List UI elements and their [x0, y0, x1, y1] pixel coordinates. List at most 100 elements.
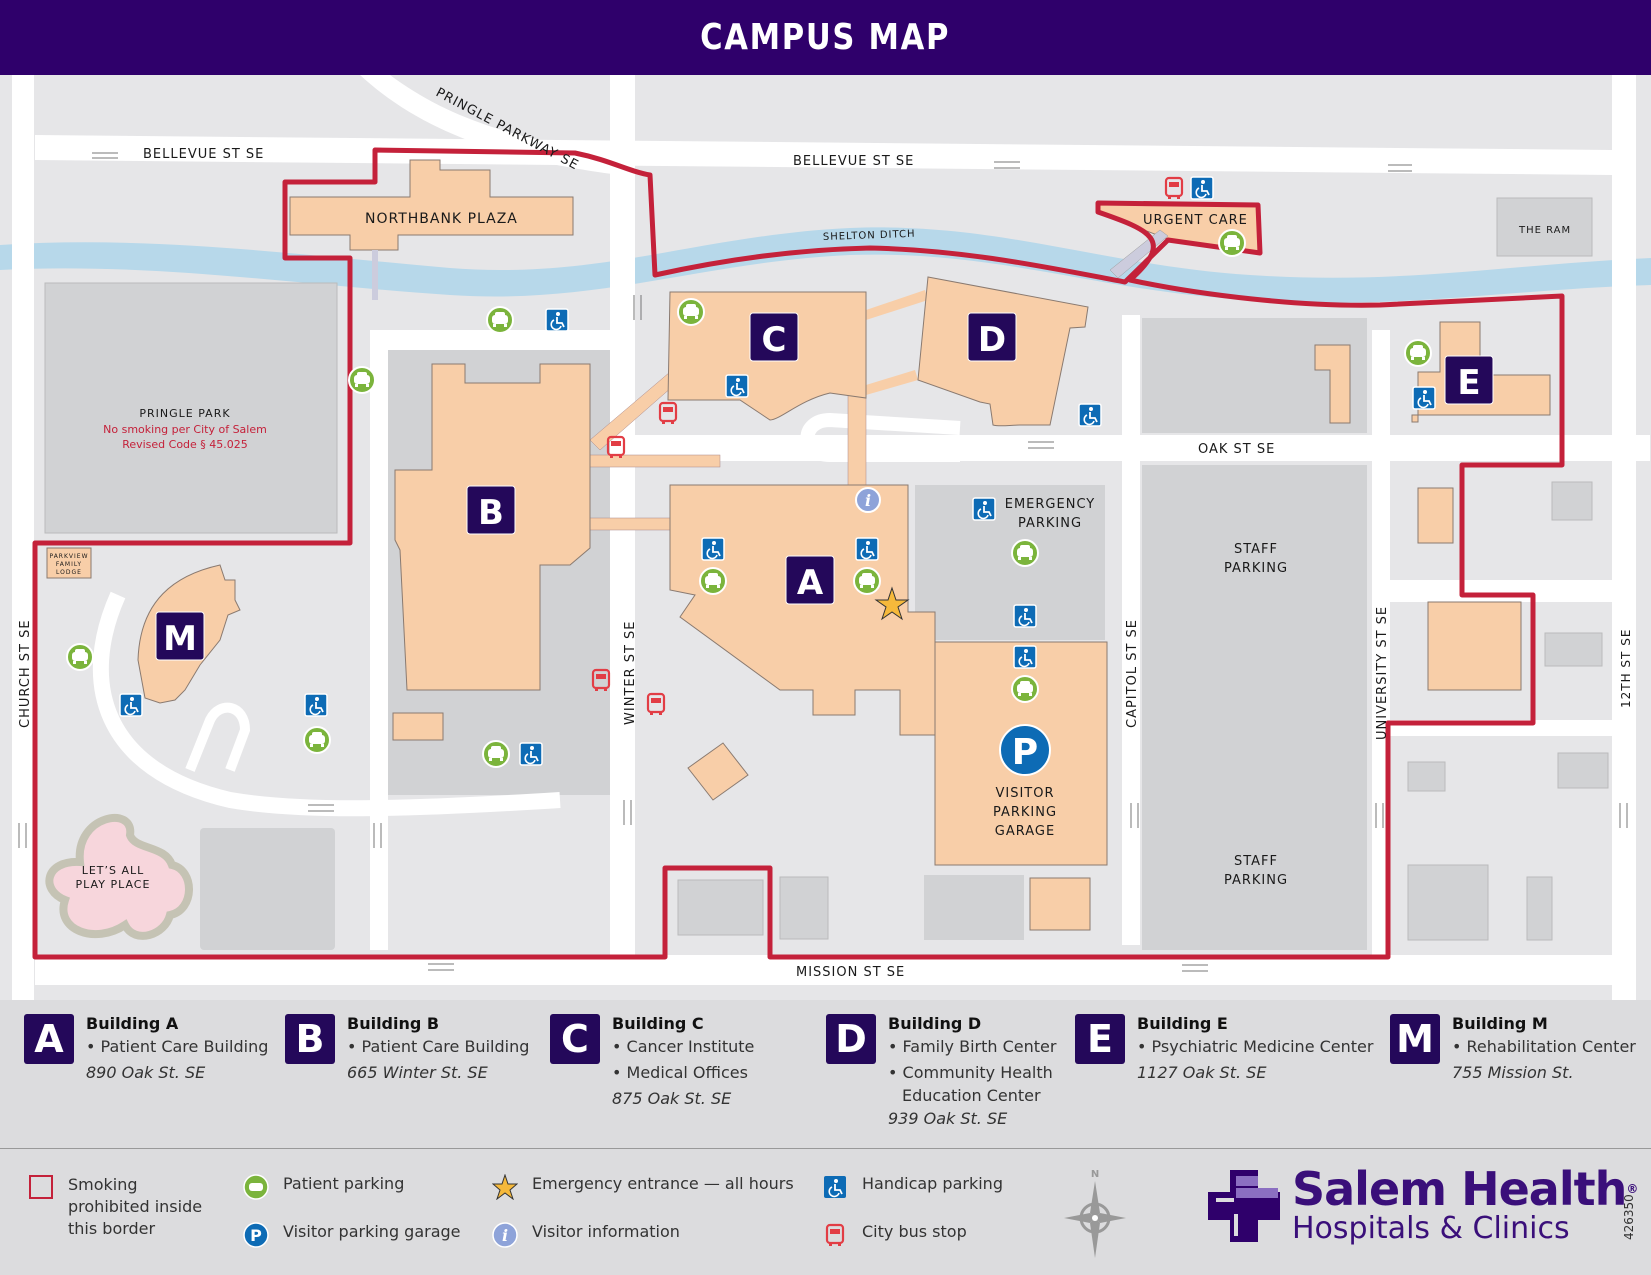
label-play-place-1: LET’S ALL: [82, 864, 145, 877]
svg-text:C: C: [762, 320, 787, 360]
legend-divider: [0, 1148, 1651, 1149]
label-emergency-parking-2: PARKING: [1018, 516, 1082, 531]
map-building-a[interactable]: A: [785, 555, 835, 605]
building-title: Building D: [888, 1014, 982, 1033]
building-title: Building A: [86, 1014, 179, 1033]
legend-smoking-border: Smoking prohibited inside this border: [28, 1174, 202, 1240]
star-icon: [492, 1174, 518, 1200]
street-capitol: CAPITOL ST SE: [1125, 619, 1140, 728]
building-address: 755 Mission St.: [1452, 1063, 1574, 1082]
document-code: 426350: [1622, 1194, 1636, 1240]
map-building-c[interactable]: C: [749, 312, 799, 362]
building-service: • Community Health: [888, 1063, 1053, 1082]
label-northbank-plaza: NORTHBANK PLAZA: [365, 211, 518, 227]
info-icon: i: [492, 1222, 518, 1248]
legend-visitor-garage: P Visitor parking garage: [243, 1222, 461, 1248]
logo-registered: ®: [1626, 1182, 1638, 1196]
visitor-garage-icon: P: [243, 1222, 269, 1248]
building-legend: A Building A • Patient Care Building 890…: [0, 1000, 1651, 1148]
map-building-e[interactable]: E: [1444, 355, 1494, 405]
campus-map[interactable]: BELLEVUE ST SE BELLEVUE ST SE PRINGLE PA…: [0, 75, 1651, 1000]
building-service: • Medical Offices: [612, 1063, 748, 1082]
smoking-border-icon: [28, 1174, 54, 1200]
label-parkview-1: PARKVIEW: [49, 553, 88, 560]
visitor-garage-icon: [999, 724, 1051, 776]
building-badge: B: [285, 1014, 335, 1064]
building-service: • Rehabilitation Center: [1452, 1037, 1636, 1056]
handicap-icon: [822, 1174, 848, 1200]
svg-text:N: N: [1091, 1169, 1099, 1180]
legend-handicap: Handicap parking: [822, 1174, 1003, 1200]
label-parkview-2: FAMILY: [56, 561, 82, 568]
svg-text:A: A: [797, 563, 824, 603]
building-card-m[interactable]: M Building M • Rehabilitation Center 755…: [1390, 1014, 1636, 1086]
building-address: 1127 Oak St. SE: [1137, 1063, 1267, 1082]
building-badge: A: [24, 1014, 74, 1064]
map-building-m[interactable]: M: [155, 611, 205, 661]
legend-bus: City bus stop: [822, 1222, 967, 1248]
svg-text:E: E: [1457, 363, 1480, 403]
label-staff-parking-n-1: STAFF: [1234, 542, 1278, 557]
label-staff-parking-n-2: PARKING: [1224, 561, 1288, 576]
svg-text:i: i: [502, 1226, 508, 1245]
label-staff-parking-s-2: PARKING: [1224, 873, 1288, 888]
building-service: • Patient Care Building: [86, 1037, 269, 1056]
building-card-e[interactable]: E Building E • Psychiatric Medicine Cent…: [1075, 1014, 1373, 1086]
label-emergency-parking-1: EMERGENCY: [1005, 497, 1095, 512]
salem-health-cross-icon: [1208, 1170, 1280, 1242]
salem-health-logo: Salem Health® Hospitals & Clinics: [1208, 1166, 1638, 1246]
building-address: 939 Oak St. SE: [888, 1109, 1008, 1128]
building-title: Building M: [1452, 1014, 1548, 1033]
legend-smoking-line2: prohibited inside: [68, 1197, 203, 1216]
building-card-c[interactable]: C Building C • Cancer Institute • Medica…: [550, 1014, 754, 1112]
building-card-b[interactable]: B Building B • Patient Care Building 665…: [285, 1014, 529, 1086]
legend-visitor-info: i Visitor information: [492, 1222, 680, 1248]
building-service: • Psychiatric Medicine Center: [1137, 1037, 1374, 1056]
svg-text:P: P: [250, 1226, 262, 1245]
building-address: 665 Winter St. SE: [347, 1063, 488, 1082]
map-building-b[interactable]: B: [466, 485, 516, 535]
building-service: • Cancer Institute: [612, 1037, 755, 1056]
map-building-d[interactable]: D: [967, 312, 1017, 362]
street-winter: WINTER ST SE: [623, 620, 638, 725]
svg-text:D: D: [978, 320, 1006, 360]
label-pringle-park-note-2: Revised Code § 45.025: [122, 438, 248, 451]
patient-parking-icon: [243, 1174, 269, 1200]
compass-rose-icon: N: [1062, 1163, 1128, 1263]
legend-patient-parking: Patient parking: [243, 1174, 404, 1200]
building-badge: M: [1390, 1014, 1440, 1064]
building-title: Building E: [1137, 1014, 1228, 1033]
building-title: Building C: [612, 1014, 704, 1033]
logo-line2: Hospitals & Clinics: [1292, 1211, 1570, 1246]
bus-icon: [822, 1222, 848, 1248]
label-the-ram: THE RAM: [1518, 225, 1571, 236]
label-shelton-ditch: SHELTON DITCH: [823, 229, 916, 243]
logo-line1: Salem Health: [1292, 1162, 1627, 1216]
legend-smoking-line1: Smoking: [68, 1175, 138, 1194]
street-university: UNIVERSITY ST SE: [1375, 606, 1390, 740]
label-parkview-3: LODGE: [56, 569, 82, 576]
building-service: • Family Birth Center: [888, 1037, 1057, 1056]
street-oak: OAK ST SE: [1198, 442, 1275, 457]
building-service: • Patient Care Building: [347, 1037, 530, 1056]
page-title: CAMPUS MAP: [700, 17, 951, 58]
label-visitor-garage-1: VISITOR: [995, 786, 1054, 801]
label-visitor-garage-2: PARKING: [993, 805, 1057, 820]
building-card-a[interactable]: A Building A • Patient Care Building 890…: [24, 1014, 268, 1086]
label-play-place-2: PLAY PLACE: [76, 878, 151, 891]
label-staff-parking-s-1: STAFF: [1234, 854, 1278, 869]
building-address: 890 Oak St. SE: [86, 1063, 206, 1082]
symbol-legend: Smoking prohibited inside this border Pa…: [0, 1149, 1651, 1275]
building-card-d[interactable]: D Building D • Family Birth Center • Com…: [826, 1014, 1056, 1132]
street-mission: MISSION ST SE: [796, 965, 905, 980]
street-12th: 12TH ST SE: [1619, 629, 1633, 708]
street-bellevue-west: BELLEVUE ST SE: [143, 147, 264, 162]
page-header: CAMPUS MAP: [0, 0, 1651, 75]
building-badge: E: [1075, 1014, 1125, 1064]
street-bellevue-east: BELLEVUE ST SE: [793, 154, 914, 169]
svg-text:M: M: [163, 619, 197, 659]
emergency-entrance-star-icon: [874, 586, 910, 621]
building-service-cont: Education Center: [902, 1086, 1041, 1105]
label-urgent-care: URGENT CARE: [1143, 213, 1248, 228]
label-pringle-park-note-1: No smoking per City of Salem: [103, 423, 267, 436]
